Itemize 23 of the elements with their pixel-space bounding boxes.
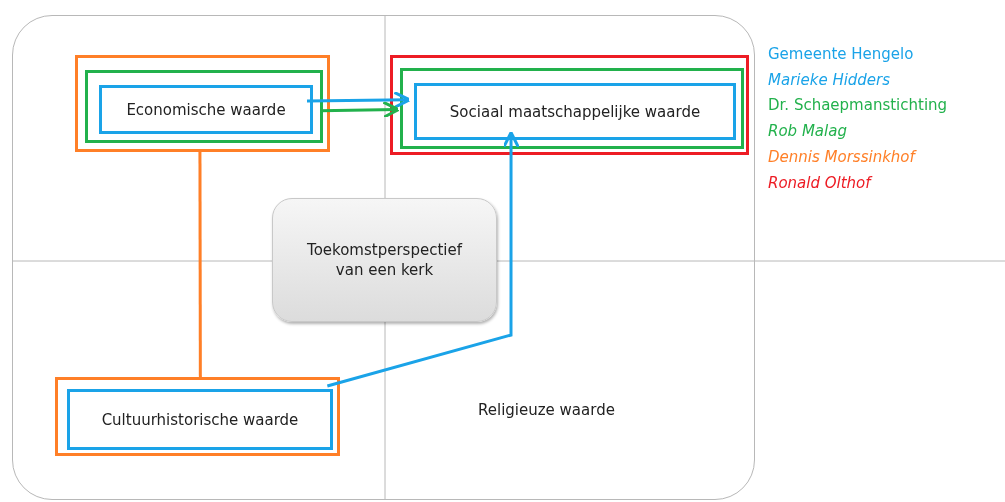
legend-entry: Rob Malag: [768, 121, 848, 143]
group-frame: [75, 55, 330, 152]
connector-line: [198, 152, 202, 377]
node-label: Sociaal maatschappelijke waarde: [449, 102, 701, 121]
group-frame: [85, 70, 323, 143]
value-box: [99, 85, 313, 134]
legend-entry: Ronald Olthof: [768, 172, 874, 194]
arrow: [306, 90, 411, 109]
legend-entry: Dr. Schaepmanstichting: [768, 95, 948, 117]
legend-entry: Gemeente Hengelo: [768, 44, 915, 65]
group-frame: [400, 68, 744, 149]
group-frame: [390, 55, 749, 155]
arrow: [326, 131, 521, 388]
value-box: [67, 389, 333, 450]
node-label: Economische waarde: [126, 100, 286, 119]
quadrant-label: Religieuze waarde: [478, 401, 615, 419]
legend-entry: Dennis Morssinkhof: [768, 146, 918, 168]
group-frame: [55, 377, 340, 456]
legend-entry: Marieke Hidders: [768, 69, 892, 91]
value-box: [414, 83, 736, 140]
node-label: Cultuurhistorische waarde: [101, 410, 299, 429]
node-label: Toekomstperspectief van een kerk: [306, 239, 464, 281]
topic-box: [272, 198, 497, 322]
